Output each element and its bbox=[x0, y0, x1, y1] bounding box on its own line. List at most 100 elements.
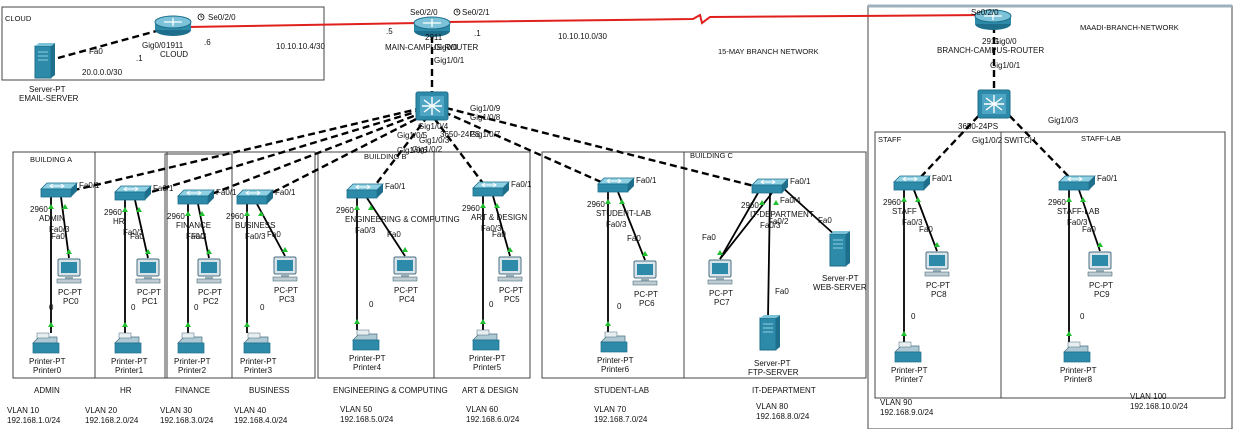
pc-name-label: PC6 bbox=[639, 299, 655, 308]
area-label-cloud: CLOUD bbox=[5, 14, 32, 23]
email-server-icon[interactable] bbox=[34, 42, 56, 79]
cloud-router-model: 1911 bbox=[166, 41, 184, 50]
pc-port-label: Fa0 bbox=[51, 232, 65, 241]
access-switch-icon[interactable] bbox=[751, 178, 789, 194]
printer-icon[interactable] bbox=[894, 341, 922, 363]
printer-icon[interactable] bbox=[114, 332, 142, 354]
building-c-frame bbox=[541, 151, 867, 379]
pc-icon[interactable] bbox=[56, 258, 82, 284]
switch-name-label: STUDENT-LAB bbox=[596, 209, 652, 218]
link-status-icon bbox=[199, 211, 205, 216]
access-switch-icon[interactable] bbox=[40, 182, 78, 198]
pc-icon[interactable] bbox=[707, 259, 733, 285]
pc-icon[interactable] bbox=[392, 256, 418, 282]
link-status-icon bbox=[717, 250, 723, 255]
printer-name-label: Printer3 bbox=[244, 366, 273, 375]
access-switch-icon[interactable] bbox=[597, 177, 635, 193]
link-status-icon bbox=[62, 204, 68, 209]
link-status-icon bbox=[136, 207, 142, 212]
pc-icon[interactable] bbox=[924, 251, 950, 277]
access-switch-icon[interactable] bbox=[1058, 175, 1096, 191]
link-status-icon bbox=[1080, 197, 1086, 202]
printer-name-label: Printer2 bbox=[178, 366, 207, 375]
link-core-hr bbox=[137, 108, 423, 198]
wan1-network: 10.10.10.4/30 bbox=[276, 42, 325, 51]
ftp-server-type: Server-PT bbox=[754, 359, 791, 368]
vlan-label: VLAN 20 bbox=[85, 406, 118, 415]
link-status-icon bbox=[122, 322, 128, 327]
printer-icon[interactable] bbox=[352, 329, 380, 351]
printer-type-label: Printer-PT bbox=[29, 357, 66, 366]
printer-name-label: Printer4 bbox=[353, 363, 382, 372]
ftp-link bbox=[767, 192, 771, 319]
printer-icon[interactable] bbox=[600, 331, 628, 353]
port-label: Fa0/3 bbox=[1067, 218, 1088, 227]
it-fa02-label: Fa0/2 bbox=[768, 217, 789, 226]
ftp-server-icon[interactable] bbox=[759, 314, 781, 351]
pc-port-label: Fa0 bbox=[1082, 225, 1096, 234]
department-name: FINANCE bbox=[175, 386, 211, 395]
pc-link bbox=[134, 199, 149, 259]
cloud-router-name: CLOUD bbox=[160, 50, 189, 59]
port-label: Fa0/3 bbox=[49, 225, 70, 234]
access-switch-icon[interactable] bbox=[472, 181, 510, 197]
pc-icon[interactable] bbox=[135, 258, 161, 284]
pc-icon[interactable] bbox=[272, 256, 298, 282]
department-name: STUDENT-LAB bbox=[594, 386, 650, 395]
link-status-icon bbox=[901, 331, 907, 336]
pc-type-label: PC-PT bbox=[198, 288, 222, 297]
link-status-icon bbox=[282, 247, 288, 252]
link-status-icon bbox=[901, 197, 907, 202]
access-switch-icon[interactable] bbox=[114, 185, 152, 201]
web-server-type: Server-PT bbox=[822, 274, 859, 283]
switch-model-label: 2960 bbox=[30, 205, 48, 214]
printer-icon[interactable] bbox=[177, 332, 205, 354]
pc-icon[interactable] bbox=[196, 258, 222, 284]
access-switch-icon[interactable] bbox=[236, 189, 274, 205]
core-port-label: Gig1/0/3 bbox=[419, 136, 450, 145]
branch-switch-port: Gig1/0/3 bbox=[1048, 116, 1079, 125]
area-label-staff: STAFF bbox=[878, 135, 902, 144]
branch-core-switch-icon[interactable] bbox=[977, 89, 1011, 119]
access-switch-icon[interactable] bbox=[893, 175, 931, 191]
printer-port-label: 0 bbox=[260, 303, 265, 312]
pc-type-label: PC-PT bbox=[58, 288, 82, 297]
link-branch-staff bbox=[915, 107, 987, 183]
vlan-label: VLAN 70 bbox=[594, 405, 627, 414]
vlan-label: VLAN 90 bbox=[880, 398, 913, 407]
printer-icon[interactable] bbox=[1063, 341, 1091, 363]
printer-name-label: Printer8 bbox=[1064, 375, 1093, 384]
devices bbox=[32, 175, 1113, 363]
area-label-building-a: BUILDING A bbox=[30, 155, 73, 164]
department-name: BUSINESS bbox=[249, 386, 290, 395]
core-port-label: Gig1/0/5 bbox=[397, 131, 428, 140]
link-core-engineering bbox=[369, 115, 429, 193]
printer-icon[interactable] bbox=[243, 332, 271, 354]
cloud-serial-host: .6 bbox=[204, 38, 211, 47]
printer-type-label: Printer-PT bbox=[597, 356, 634, 365]
subnet-label: 192.168.8.0/24 bbox=[756, 412, 810, 421]
core-port-label: Gig1/0/2 bbox=[412, 145, 443, 154]
printer-type-label: Printer-PT bbox=[891, 366, 928, 375]
link-status-icon bbox=[48, 322, 54, 327]
pc-port-label: Fa0 bbox=[702, 233, 716, 242]
pc-icon[interactable] bbox=[1087, 251, 1113, 277]
switch-name-label: IT-DEPARTMENT bbox=[750, 210, 814, 219]
pc-icon[interactable] bbox=[497, 256, 523, 282]
printer-icon[interactable] bbox=[32, 332, 60, 354]
web-server-icon[interactable] bbox=[829, 230, 851, 267]
switch-model-label: 2960 bbox=[104, 208, 122, 217]
access-switch-icon[interactable] bbox=[346, 183, 384, 199]
cloud-router-icon[interactable] bbox=[154, 15, 192, 37]
link-status-icon bbox=[48, 204, 54, 209]
printer-icon[interactable] bbox=[472, 329, 500, 351]
pc-icon[interactable] bbox=[632, 260, 658, 286]
access-switch-icon[interactable] bbox=[177, 189, 215, 205]
printer-name-label: Printer5 bbox=[473, 363, 502, 372]
main-router-name: MAIN-CAMPUS-ROUTER bbox=[385, 43, 479, 52]
link-status-icon bbox=[258, 211, 264, 216]
core-switch-icon[interactable] bbox=[415, 91, 449, 121]
uplink-port-label: Fa0/1 bbox=[79, 181, 100, 190]
uplink-port-label: Fa0/1 bbox=[153, 184, 174, 193]
pc-name-label: PC9 bbox=[1094, 290, 1110, 299]
